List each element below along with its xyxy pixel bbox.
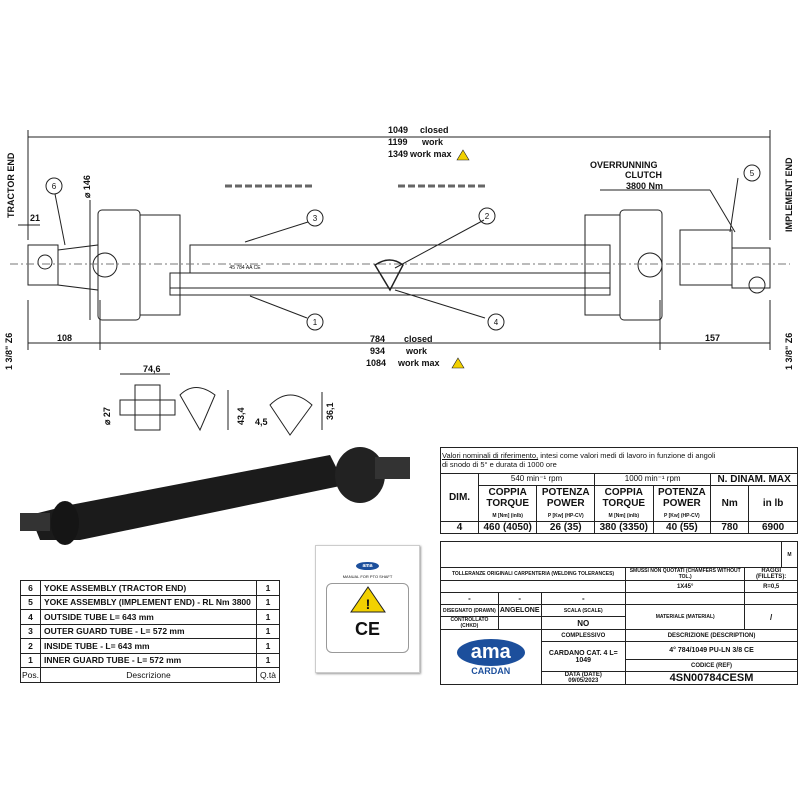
balloon-5: 5 [750, 169, 755, 178]
svg-text:!: ! [365, 596, 370, 612]
tube-profile [373, 259, 404, 292]
svg-text:157: 157 [705, 333, 720, 343]
right-guard-cone [619, 209, 663, 321]
implement-end-label: IMPLEMENT END [784, 157, 794, 232]
svg-text:closed: closed [404, 334, 433, 344]
svg-text:1199: 1199 [388, 137, 408, 147]
balloon-1: 1 [313, 318, 318, 327]
svg-text:43,4: 43,4 [236, 407, 246, 425]
svg-text:work: work [421, 137, 444, 147]
svg-text:784: 784 [370, 334, 385, 344]
svg-text:934: 934 [370, 346, 385, 356]
profile-section [269, 394, 313, 436]
svg-text:1 3/8" Z6: 1 3/8" Z6 [784, 333, 794, 370]
warning-icon: ! [349, 586, 386, 613]
balloon-4: 4 [494, 318, 499, 327]
svg-text:36,1: 36,1 [325, 402, 335, 420]
shaft-drawing: 1049 closed 1199 work 1349 work max 784 … [4, 125, 794, 436]
manual-thumbnail: ama MANUAL FOR PTO SHAFT ! CE [315, 545, 420, 673]
cross-journal [134, 384, 161, 431]
svg-text:21: 21 [30, 213, 40, 223]
implement-yoke [731, 247, 771, 289]
svg-text:4,5: 4,5 [255, 417, 268, 427]
svg-text:⌀ 146: ⌀ 146 [82, 175, 92, 198]
ce-mark: CE [354, 619, 380, 639]
svg-text:⌀ 27: ⌀ 27 [102, 407, 112, 425]
tractor-end-label: TRACTOR END [6, 152, 16, 218]
svg-text:OVERRUNNING: OVERRUNNING [590, 160, 658, 170]
tube-marking: 45 784 AA CE [229, 265, 261, 271]
tractor-yoke [27, 244, 59, 286]
balloon-3: 3 [313, 214, 318, 223]
specification-table: Valori nominali di riferimento, intesi c… [440, 447, 798, 534]
overall-closed: 1049 [388, 125, 408, 135]
product-code: 4SN00784CESM [625, 671, 798, 685]
svg-text:1 3/8" Z6: 1 3/8" Z6 [4, 333, 14, 370]
svg-text:1349: 1349 [388, 149, 408, 159]
balloon-2: 2 [485, 212, 490, 221]
shaft-photo [20, 447, 410, 545]
svg-text:74,6: 74,6 [143, 364, 161, 374]
warning-icon [451, 357, 465, 369]
svg-text:closed: closed [420, 125, 449, 135]
title-block: M TOLLERANZE ORIGINALI CARPENTERIA (WELD… [439, 541, 798, 685]
inner-guard-tube [169, 272, 611, 296]
svg-text:108: 108 [57, 333, 72, 343]
svg-text:3800 Nm: 3800 Nm [626, 181, 663, 191]
svg-text:work max: work max [397, 358, 440, 368]
svg-text:work: work [405, 346, 428, 356]
svg-text:work max: work max [409, 149, 452, 159]
warning-icon [456, 149, 470, 161]
svg-text:CLUTCH: CLUTCH [625, 170, 662, 180]
left-guard-cone [97, 209, 141, 321]
svg-text:1084: 1084 [366, 358, 386, 368]
ama-logo: ama [456, 638, 525, 666]
balloon-6: 6 [52, 182, 57, 191]
overrunning-clutch [679, 229, 733, 286]
